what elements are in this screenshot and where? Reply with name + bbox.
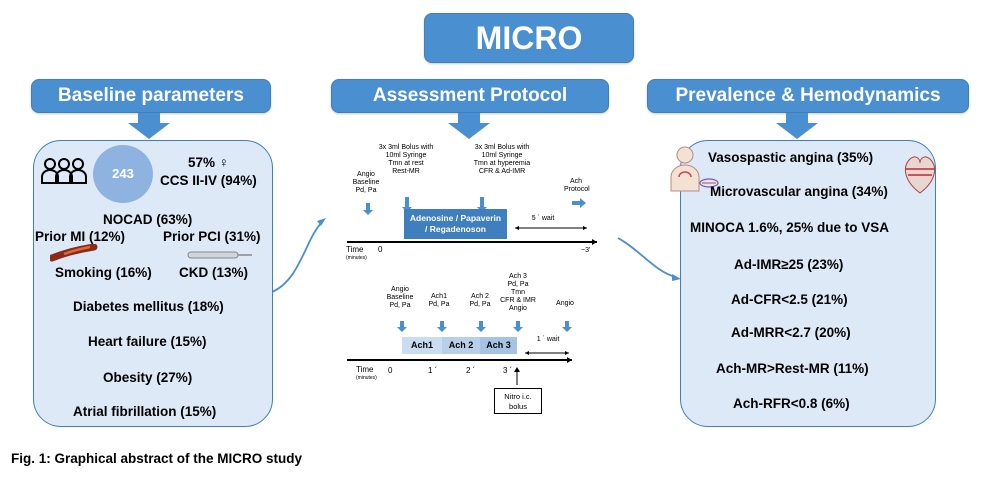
nocad: NOCAD (63%) — [103, 212, 193, 227]
ach1-box: Ach1 — [402, 337, 442, 354]
top-time-label: Time — [346, 245, 364, 254]
prevalence-ach-rfr: Ach-RFR<0.8 (6%) — [733, 396, 850, 411]
baseline-header: Baseline parameters — [31, 79, 271, 113]
bottom-t0: 0 — [388, 366, 393, 375]
top-minutes-label: (minutes) — [346, 255, 367, 261]
prevalence-ach-mr: Ach-MR>Rest-MR (11%) — [716, 361, 869, 376]
protocol-header: Assessment Protocol — [331, 79, 609, 113]
smoking: Smoking (16%) — [55, 265, 152, 280]
top-tend: ~3' — [581, 247, 591, 254]
prevalence-minoca: MINOCA 1.6%, 25% due to VSA — [690, 220, 890, 235]
baseline-panel — [33, 140, 273, 427]
bottom-wait-label: 1 ´ wait — [536, 336, 560, 343]
curve-arrow-right — [617, 237, 677, 278]
prevalence-ad-mrr: Ad-MRR<2.7 (20%) — [731, 325, 851, 340]
artery-icon — [50, 244, 98, 262]
ccs-class: CCS II-IV (94%) — [160, 173, 257, 188]
drug-box: Adenosine / Papaverin / Regadenoson — [404, 209, 507, 239]
top-t0: 0 — [378, 245, 383, 254]
ach1-label: Ach1 Pd, Pa — [428, 293, 450, 308]
heart-icon — [904, 156, 936, 194]
bottom-minutes-label: (minutes) — [356, 375, 377, 381]
down-arrow-prevalence — [776, 113, 818, 139]
prevalence-header: Prevalence & Hemodynamics — [647, 79, 969, 113]
prior-mi: Prior MI (12%) — [35, 229, 126, 244]
bottom-angio-baseline-label: Angio Baseline Pd, Pa — [386, 286, 414, 309]
ach3-box: Ach 3 — [480, 337, 517, 354]
prevalence-vasospastic: Vasospastic angina (35%) — [708, 150, 874, 165]
female-percent: 57% ♀ — [188, 155, 229, 170]
prevalence-microvascular: Microvascular angina (34%) — [710, 184, 888, 199]
top-timeline — [347, 197, 597, 245]
bottom-t2: 2 ´ — [466, 366, 476, 375]
prevalence-ad-imr: Ad-IMR≥25 (23%) — [734, 257, 844, 272]
top-angio-label: Angio Baseline Pd, Pa — [352, 171, 380, 194]
cohort-size-circle: 243 — [93, 145, 153, 203]
bolus-hyperemia-label: 3x 3ml Bolus with 10ml Syringe Tmn at hy… — [473, 144, 531, 175]
people-icon — [41, 158, 87, 184]
top-wait-label: 5 ´ wait — [531, 215, 555, 222]
ach2-label: Ach 2 Pd, Pa — [469, 293, 491, 308]
diabetes: Diabetes mellitus (18%) — [73, 299, 224, 314]
prevalence-ad-cfr: Ad-CFR<2.5 (21%) — [731, 292, 848, 307]
figure-caption: Fig. 1: Graphical abstract of the MICRO … — [11, 451, 303, 466]
main-title: MICRO — [424, 13, 634, 63]
atrial-fibrillation: Atrial fibrillation (15%) — [73, 404, 217, 419]
kidney-catheter-icon — [187, 251, 252, 259]
vessel-icon — [699, 178, 719, 188]
obesity: Obesity (27%) — [103, 370, 193, 385]
ach2-box: Ach 2 — [442, 337, 480, 354]
bolus-rest-label: 3x 3ml Bolus with 10ml Syringe Tmn at re… — [378, 144, 434, 175]
bottom-t1: 1 ´ — [428, 366, 438, 375]
down-arrow-protocol — [448, 113, 490, 139]
bottom-time-label: Time — [356, 365, 374, 374]
prior-pci: Prior PCI (31%) — [163, 229, 261, 244]
ach-protocol-label: Ach Protocol — [564, 178, 590, 193]
ckd: CKD (13%) — [179, 265, 249, 280]
curve-arrow-left — [271, 221, 323, 293]
bottom-t3: 3 ´ — [503, 366, 513, 375]
down-arrow-baseline — [128, 113, 170, 139]
ach3-label: Ach 3 Pd, Pa Tmn CFR & IMR Angio — [500, 273, 536, 312]
bottom-angio-label: Angio — [556, 300, 574, 307]
nitro-box: Nitro i.c. bolus — [494, 388, 542, 414]
patient-icon — [670, 146, 700, 192]
prevalence-panel — [680, 140, 936, 427]
bottom-timeline — [347, 321, 572, 385]
heart-failure: Heart failure (15%) — [88, 334, 207, 349]
